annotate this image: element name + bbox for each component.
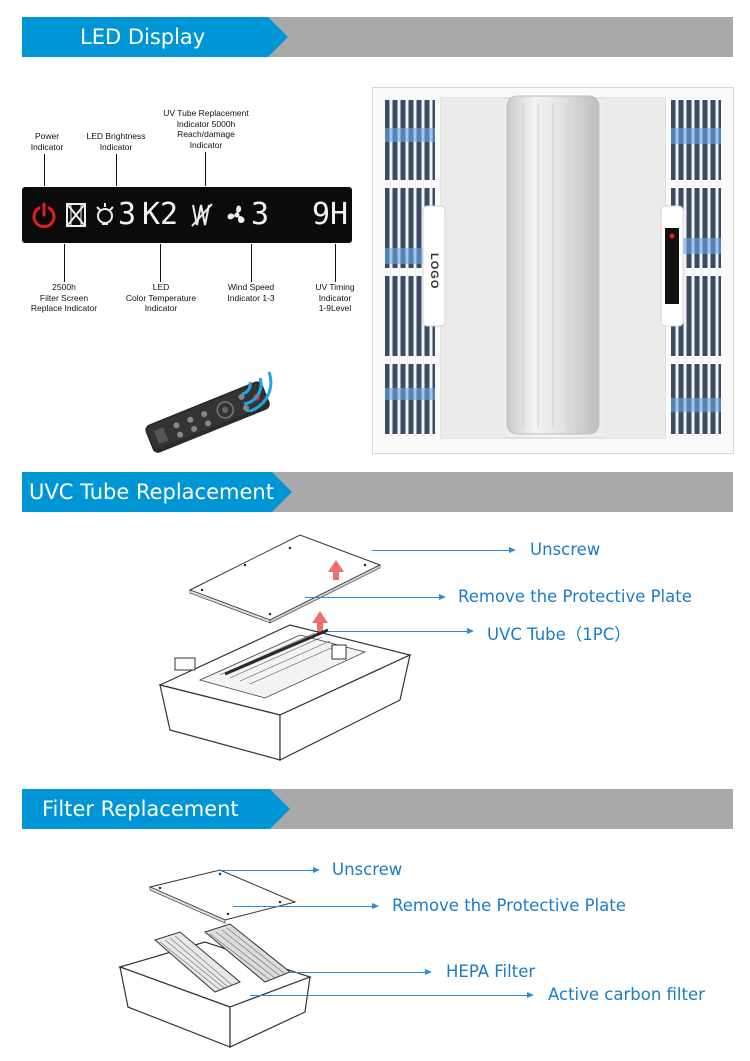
label-filter-screen: 2500h Filter Screen Replace Indicator bbox=[30, 282, 98, 313]
section-header-filter: Filter Replacement bbox=[22, 789, 733, 829]
fan-speed-digit: 3 bbox=[251, 197, 270, 232]
label-uv-tube-replacement: UV Tube Replacement Indicator 5000h Reac… bbox=[163, 108, 249, 150]
section-title-led: LED Display bbox=[80, 25, 206, 49]
label-wind-speed: Wind Speed Indicator 1-3 bbox=[227, 282, 275, 303]
color-temp-readout: K2 bbox=[142, 197, 179, 232]
bulb-icon bbox=[96, 203, 114, 225]
device-image: LOGO bbox=[372, 87, 734, 454]
filter-screen-icon bbox=[66, 203, 86, 227]
callout-uvc-tube: UVC Tube（1PC） bbox=[487, 625, 631, 644]
remote-control bbox=[145, 381, 270, 453]
timer-readout: 9H bbox=[312, 197, 349, 232]
led-display-panel: 3 K2 3 9H bbox=[22, 187, 352, 243]
filter-diagram bbox=[118, 869, 312, 1048]
callout-hepa-filter: HEPA Filter bbox=[446, 962, 536, 981]
section-header-led: LED Display bbox=[22, 17, 733, 57]
callout-remove-plate: Remove the Protective Plate bbox=[458, 587, 692, 606]
callout-unscrew: Unscrew bbox=[530, 540, 601, 559]
label-color-temperature: LED Color Temperature Indicator bbox=[125, 282, 197, 313]
label-uv-timing: UV Timing Indicator 1-9Level bbox=[315, 282, 355, 313]
signal-waves-icon bbox=[241, 371, 273, 412]
label-power-indicator: Power Indicator bbox=[30, 131, 64, 152]
brightness-digit: 3 bbox=[118, 197, 137, 232]
device-logo: LOGO bbox=[428, 253, 440, 290]
section-title-uvc: UVC Tube Replacement bbox=[29, 480, 274, 504]
filter-callout-unscrew: Unscrew bbox=[332, 860, 403, 879]
section-title-filter: Filter Replacement bbox=[42, 797, 239, 821]
callout-active-carbon-filter: Active carbon filter bbox=[548, 985, 705, 1004]
uv-tube-icon bbox=[191, 203, 213, 227]
power-icon bbox=[32, 202, 56, 229]
uvc-diagram bbox=[158, 534, 412, 761]
label-led-brightness: LED Brightness Indicator bbox=[86, 131, 146, 152]
fan-icon bbox=[227, 205, 245, 223]
filter-callout-remove-plate: Remove the Protective Plate bbox=[392, 896, 626, 915]
section-header-uvc: UVC Tube Replacement bbox=[22, 472, 733, 512]
